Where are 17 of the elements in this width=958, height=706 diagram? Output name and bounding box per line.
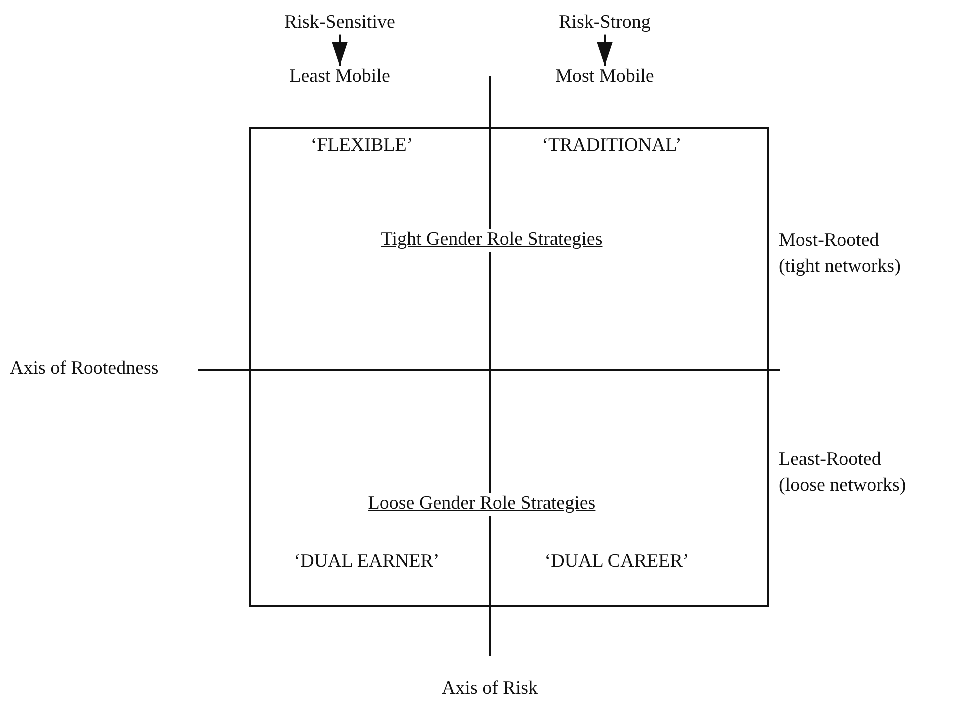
strategy-heading: Loose Gender Role Strategies — [367, 493, 597, 516]
quadrant-label: ‘DUAL CAREER’ — [544, 551, 690, 574]
strategy-heading: Tight Gender Role Strategies — [380, 229, 604, 252]
pole-label: Risk-Strong — [559, 12, 651, 35]
arrow — [332, 34, 348, 66]
quadrant-label: ‘DUAL EARNER’ — [294, 551, 440, 574]
arrow — [597, 34, 613, 66]
pole-label: Most-Rooted (tight networks) — [779, 229, 902, 279]
pole-label: Most Mobile — [556, 66, 654, 89]
axis-label: Axis of Risk — [442, 677, 538, 701]
pole-label: Least-Rooted (loose networks) — [779, 448, 908, 498]
axis-label: Axis of Rootedness — [10, 357, 159, 381]
pole-label: Risk-Sensitive — [284, 12, 396, 35]
pole-label: Least Mobile — [290, 66, 390, 89]
quadrant-frame — [249, 127, 769, 607]
quadrant-label: ‘TRADITIONAL’ — [542, 135, 682, 158]
quadrant-label: ‘FLEXIBLE’ — [310, 135, 414, 158]
